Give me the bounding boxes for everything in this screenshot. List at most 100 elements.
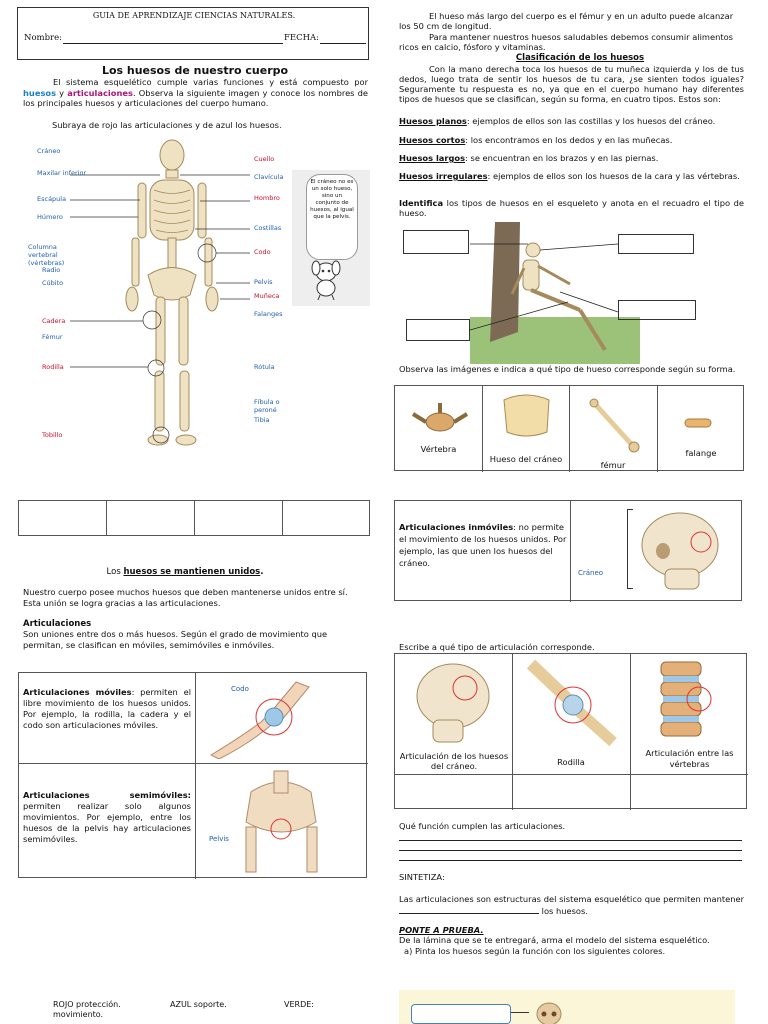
label-humero: Húmero <box>37 213 63 221</box>
bone-type-box[interactable] <box>618 300 696 320</box>
skull-icon <box>536 1002 562 1024</box>
answer-line[interactable] <box>399 840 742 841</box>
label-costillas: Costillas <box>254 224 282 232</box>
answer-cell[interactable] <box>194 500 283 536</box>
bone-type-box[interactable] <box>406 319 470 341</box>
bone-type-box[interactable] <box>403 230 469 254</box>
answer-line[interactable] <box>399 860 742 861</box>
header-box: GUIA DE APRENDIZAJE CIENCIAS NATURALES. … <box>17 7 369 60</box>
irregular-bones: Huesos irregulares: ejemplos de ellos so… <box>399 171 740 181</box>
bone-label-skull: Hueso del cráneo <box>489 454 563 464</box>
pelvis-image: Pelvis <box>201 767 361 873</box>
color-green-b: movimiento. <box>53 1010 104 1019</box>
united-title: Los huesos se mantienen unidos. <box>106 567 264 577</box>
test-text: De la lámina que se te entregará, arma e… <box>399 935 710 945</box>
label-maxilar: Maxilar inferior <box>37 169 87 177</box>
skull-joint-icon <box>416 663 490 743</box>
classification-text: Con la mano derecha toca los huesos de t… <box>399 64 744 104</box>
short-bones: Huesos cortos: los encontramos en los de… <box>399 135 673 145</box>
art-text: Son uniones entre dos o más huesos. Segú… <box>23 629 328 650</box>
spine-joint-icon <box>660 661 712 737</box>
label-craneo: Cráneo <box>37 147 61 155</box>
observe-text: Observa las imágenes e indica a qué tipo… <box>399 364 736 374</box>
joint-answer-cell[interactable] <box>513 775 630 809</box>
tree-skeleton-illustration <box>469 222 640 364</box>
header-title: GUIA DE APRENDIZAJE CIENCIAS NATURALES. <box>92 11 296 20</box>
pelvis-illustration <box>245 770 318 873</box>
name-label: Nombre: <box>24 33 63 43</box>
label-clavicula: Clavícula <box>254 173 284 181</box>
label-muneca: Muñeca <box>254 292 280 300</box>
united-text: Nuestro cuerpo posee muchos huesos que d… <box>23 587 348 608</box>
mobile-text: Articulaciones móviles: permiten el libr… <box>23 687 191 730</box>
dog-icon <box>311 260 341 301</box>
label-pelvis: Pelvis <box>254 278 273 286</box>
flat-bones: Huesos planos: ejemplos de ellos son las… <box>399 116 716 126</box>
label-rodilla: Rodilla <box>42 363 64 371</box>
date-label: FECHA: <box>284 33 320 43</box>
knee-joint-icon <box>526 659 617 747</box>
label-falanges: Falanges <box>254 310 283 318</box>
speech-bubble: El cráneo no es un solo hueso, sino un c… <box>306 174 358 260</box>
immobile-box: Articulaciones inmóviles: no permite el … <box>394 500 742 602</box>
art-heading: Articulaciones <box>23 619 92 629</box>
label-columna: Columna vertebral (vértebras) <box>28 243 65 267</box>
femur-fact: El hueso más largo del cuerpo es el fému… <box>399 11 734 31</box>
label-cuello: Cuello <box>254 155 275 163</box>
bone-label-vertebra: Vértebra <box>420 444 457 454</box>
bone-type-box[interactable] <box>618 234 694 254</box>
healthy-fact: Para mantener nuestros huesos saludables… <box>399 32 734 52</box>
instruction: Subraya de rojo las articulaciones y de … <box>52 120 282 130</box>
skeleton-figure: Cráneo Maxilar inferior Escápula Húmero … <box>20 135 290 455</box>
label-escapula: Escápula <box>37 195 67 203</box>
craneo-label: Cráneo <box>578 569 604 577</box>
answer-cell[interactable] <box>18 500 107 536</box>
label-tibia: Tibia <box>254 416 270 424</box>
test-title: PONTE A PRUEBA. <box>399 925 484 935</box>
bubble-panel: El cráneo no es un solo hueso, sino un c… <box>292 170 370 306</box>
long-bones: Huesos largos: se encuentran en los braz… <box>399 153 659 163</box>
label-codo: Codo <box>254 248 271 256</box>
answer-cell[interactable] <box>106 500 195 536</box>
label-femur: Fémur <box>42 333 63 341</box>
label-cubito: Cúbito <box>42 279 64 287</box>
vertebra-icon <box>411 403 469 432</box>
section-title: Los huesos de nuestro cuerpo <box>101 64 289 77</box>
function-question: Qué función cumplen las articulaciones. <box>399 821 566 831</box>
joint-label-knee: Rodilla <box>557 757 585 767</box>
word-huesos: huesos <box>23 87 57 98</box>
bone-label-phalanx: falange <box>685 448 717 458</box>
synth-text: Las articulaciones son estructuras del s… <box>399 894 744 916</box>
codo-label: Codo <box>231 685 249 693</box>
label-tobillo: Tobillo <box>42 431 63 439</box>
bone-label-femur: fémur <box>600 460 626 470</box>
joints-table-right: Articulación de los huesos del cráneo. R… <box>394 653 748 810</box>
color-blue: AZUL soporte. <box>170 1000 227 1009</box>
skull-bone-icon <box>503 394 550 437</box>
test-item: a) Pinta los huesos según la función con… <box>404 946 666 956</box>
pelvis-label: Pelvis <box>209 835 229 843</box>
label-fibula: Fíbula o peroné <box>254 398 280 414</box>
elbow-illustration <box>209 681 310 760</box>
answer-cell[interactable] <box>282 500 370 536</box>
femur-icon <box>589 398 640 453</box>
elbow-image: Codo <box>201 677 361 760</box>
color-green: VERDE: <box>284 1000 314 1009</box>
label-hombro: Hombro <box>254 194 280 202</box>
color-red: ROJO protección. <box>53 1000 121 1009</box>
answer-table-left <box>18 500 370 536</box>
synth-blank[interactable] <box>399 905 539 914</box>
intro-paragraph: El sistema esquelético cumple varias fun… <box>23 77 369 108</box>
bottom-illustration <box>399 990 735 1024</box>
classification-title: Clasificación de los huesos <box>515 53 645 63</box>
joint-answer-cell[interactable] <box>631 775 748 809</box>
label-radio: Radio <box>42 266 61 274</box>
joint-answer-cell[interactable] <box>395 775 512 809</box>
identify-text: Identifica los tipos de huesos en el esq… <box>399 198 744 218</box>
bones-table: Vértebra Hueso del cráneo fémur falange <box>394 385 744 472</box>
answer-line[interactable] <box>399 850 742 851</box>
joint-label-spine: Articulación entre las vértebras <box>645 748 734 769</box>
joint-label-skull: Articulación de los huesos del cráneo. <box>399 751 509 771</box>
date-field[interactable] <box>320 43 366 44</box>
name-field[interactable] <box>63 43 283 44</box>
